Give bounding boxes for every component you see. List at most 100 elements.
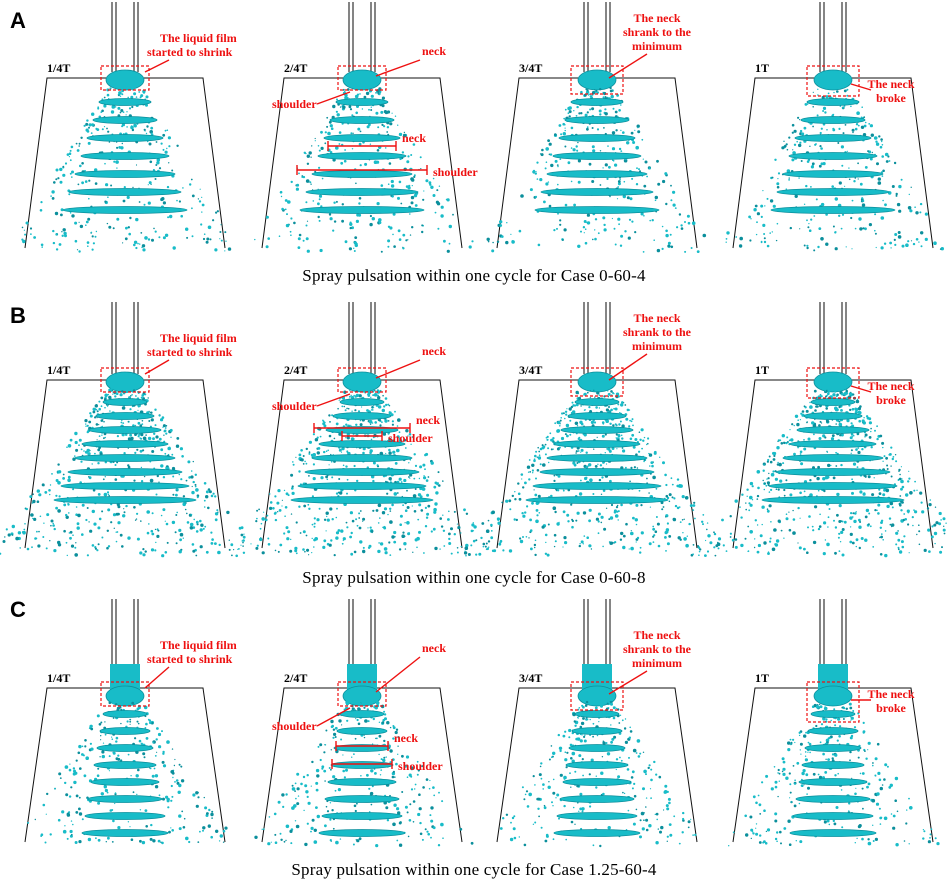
spray-droplet-r1 <box>781 434 785 438</box>
spray-droplet-r0 <box>909 209 913 213</box>
spray-droplet-r2 <box>412 800 416 803</box>
spray-droplet-r0 <box>355 111 359 115</box>
spray-droplet-r0 <box>756 221 758 224</box>
spray-droplet-r1 <box>793 452 796 456</box>
spray-droplet-r1 <box>596 391 600 395</box>
spray-droplet-r1 <box>553 533 557 537</box>
spray-droplet-r0 <box>547 181 550 183</box>
spray-droplet-r1 <box>776 463 780 466</box>
spray-droplet-r1 <box>530 547 533 551</box>
spray-droplet-r1 <box>524 481 527 485</box>
spray-droplet-r0 <box>168 145 171 148</box>
spray-droplet-r2 <box>378 721 381 723</box>
spray-droplet-r1 <box>812 529 815 532</box>
spray-droplet-r2 <box>173 764 176 767</box>
spray-droplet-r2 <box>470 841 474 845</box>
spray-droplet-r1 <box>659 456 661 458</box>
spray-droplet-r0 <box>749 239 752 242</box>
spray-droplet-r2 <box>129 720 132 723</box>
spray-droplet-r0 <box>106 93 110 97</box>
spray-droplet-r1 <box>267 537 270 540</box>
spray-droplet-r1 <box>519 537 522 540</box>
spray-droplet-r2 <box>319 758 322 762</box>
spray-droplet-r2 <box>345 768 348 772</box>
spray-droplet-r1 <box>472 539 476 543</box>
spray-droplet-r0 <box>164 129 167 132</box>
spray-droplet-r1 <box>858 419 861 423</box>
spray-droplet-r1 <box>789 493 793 497</box>
spray-droplet-r0 <box>940 247 944 251</box>
spray-droplet-r0 <box>332 104 336 109</box>
spray-droplet-r1 <box>437 471 440 474</box>
spray-droplet-r1 <box>346 436 350 440</box>
spray-droplet-r2 <box>589 805 592 808</box>
spray-droplet-r1 <box>142 553 146 557</box>
spray-droplet-r0 <box>535 170 537 173</box>
spray-droplet-r0 <box>725 241 727 243</box>
spray-droplet-r1 <box>770 488 773 491</box>
spray-droplet-r1 <box>803 490 806 493</box>
spray-droplet-r1 <box>481 522 485 525</box>
spray-droplet-r1 <box>610 541 614 545</box>
spray-droplet-r1 <box>849 516 853 520</box>
spray-droplet-r0 <box>567 106 571 111</box>
spray-droplet-r0 <box>766 197 769 200</box>
spray-droplet-r2 <box>106 791 109 794</box>
spray-droplet-r2 <box>406 776 409 778</box>
spray-droplet-r2 <box>382 718 386 722</box>
spray-droplet-r1 <box>876 509 878 512</box>
spray-droplet-r1 <box>886 468 889 470</box>
spray-droplet-r1 <box>256 509 259 512</box>
spray-droplet-r0 <box>541 148 544 152</box>
spray-droplet-r0 <box>771 231 773 233</box>
spray-droplet-r0 <box>869 124 874 128</box>
spray-droplet-r1 <box>813 433 815 436</box>
spray-droplet-r1 <box>112 393 114 395</box>
spray-droplet-r1 <box>389 510 392 512</box>
spray-droplet-r1 <box>144 550 147 553</box>
spray-droplet-r2 <box>34 818 36 821</box>
spray-droplet-r0 <box>561 239 564 241</box>
spray-droplet-r1 <box>250 543 252 545</box>
spray-droplet-r2 <box>78 744 82 749</box>
spray-droplet-r2 <box>682 817 685 821</box>
spray-droplet-r1 <box>403 478 407 483</box>
spray-droplet-r1 <box>4 536 6 538</box>
spray-droplet-r0 <box>327 131 331 136</box>
spray-droplet-r1 <box>450 552 453 555</box>
spray-droplet-r2 <box>137 768 140 772</box>
spray-droplet-r0 <box>594 229 596 231</box>
spray-droplet-r1 <box>897 530 899 532</box>
spray-droplet-r2 <box>156 727 159 730</box>
spray-droplet-r1 <box>809 479 812 482</box>
spray-droplet-r0 <box>764 205 766 207</box>
spray-droplet-r0 <box>547 139 550 143</box>
spray-droplet-r1 <box>241 540 243 542</box>
spray-droplet-r1 <box>369 449 373 453</box>
spray-droplet-r0 <box>632 141 636 144</box>
spray-droplet-r0 <box>413 175 416 178</box>
spray-droplet-r1 <box>340 529 344 533</box>
spray-droplet-r1 <box>498 542 502 546</box>
spray-droplet-r1 <box>277 489 281 493</box>
spray-droplet-r1 <box>529 518 532 522</box>
spray-droplet-r1 <box>881 533 883 535</box>
spray-droplet-r1 <box>763 464 765 466</box>
spray-droplet-r1 <box>96 439 98 441</box>
spray-droplet-r1 <box>440 525 444 528</box>
spray-droplet-r1 <box>597 512 601 516</box>
spray-droplet-r1 <box>292 463 295 466</box>
spray-droplet-r1 <box>774 477 779 481</box>
spray-droplet-r2 <box>392 770 395 773</box>
spray-droplet-r1 <box>588 544 592 548</box>
spray-droplet-r1 <box>754 519 757 522</box>
spray-droplet-r1 <box>622 534 626 538</box>
spray-droplet-r0 <box>286 213 288 216</box>
spray-droplet-r0 <box>606 177 609 180</box>
spray-droplet-r2 <box>114 792 117 794</box>
spray-droplet-r0 <box>410 154 413 156</box>
spray-droplet-r1 <box>562 412 565 415</box>
spray-droplet-r1 <box>816 476 820 481</box>
spray-droplet-r2 <box>397 753 399 755</box>
spray-droplet-r1 <box>716 542 721 547</box>
